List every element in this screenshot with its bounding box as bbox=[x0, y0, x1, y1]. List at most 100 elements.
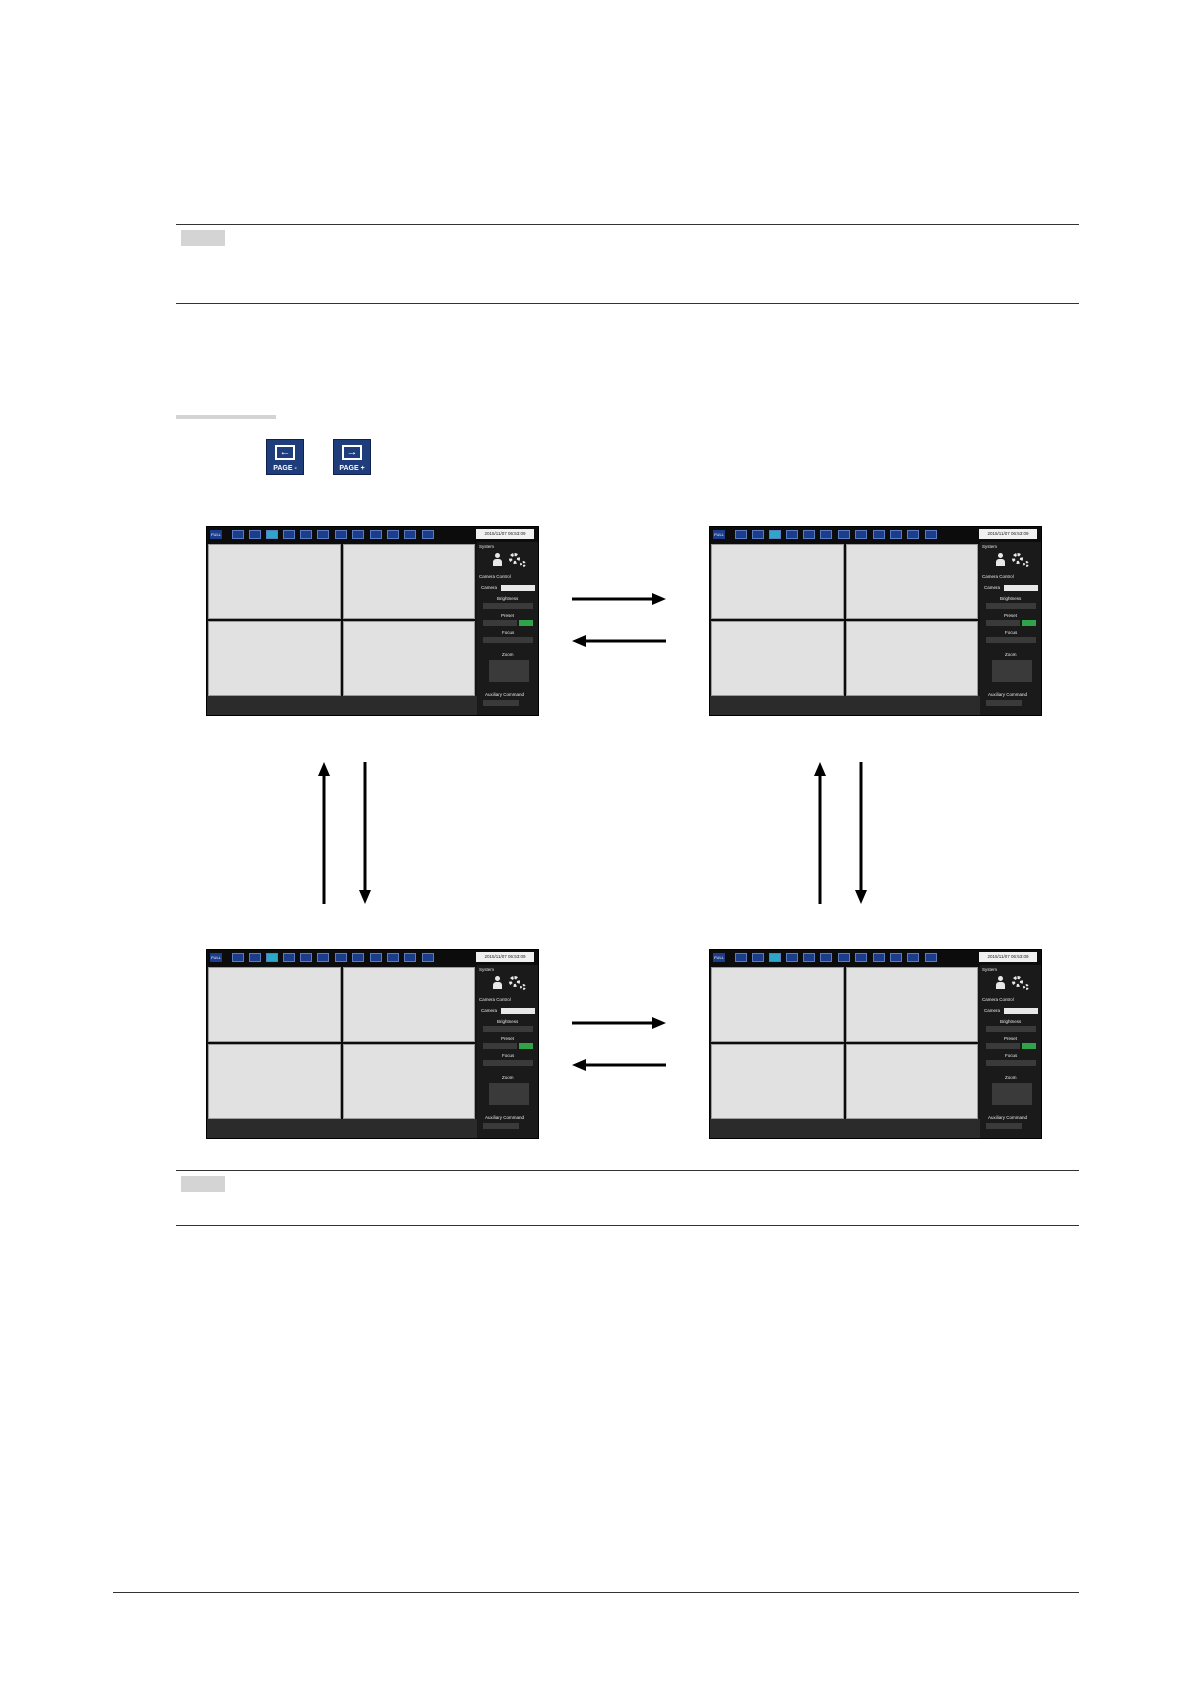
layout-button[interactable] bbox=[838, 530, 850, 539]
layout-button[interactable] bbox=[370, 530, 382, 539]
video-cell[interactable] bbox=[208, 621, 341, 696]
video-cell[interactable] bbox=[342, 1044, 475, 1119]
focus-controls[interactable] bbox=[483, 637, 533, 643]
gear-icon[interactable] bbox=[509, 553, 520, 564]
layout-button[interactable] bbox=[387, 530, 399, 539]
layout-button[interactable] bbox=[786, 530, 798, 539]
preset-go-button[interactable] bbox=[1022, 1043, 1036, 1049]
layout-button[interactable] bbox=[283, 953, 295, 962]
layout-button[interactable] bbox=[266, 953, 278, 962]
camera-select[interactable] bbox=[501, 585, 535, 591]
preset-select[interactable] bbox=[483, 1043, 517, 1049]
ptz-pad[interactable] bbox=[992, 1083, 1032, 1105]
full-button[interactable]: FULL bbox=[713, 530, 725, 539]
video-cell[interactable] bbox=[845, 1044, 978, 1119]
layout-button[interactable] bbox=[890, 953, 902, 962]
brightness-controls[interactable] bbox=[986, 1026, 1036, 1032]
focus-controls[interactable] bbox=[986, 637, 1036, 643]
layout-button[interactable] bbox=[820, 530, 832, 539]
layout-button[interactable] bbox=[925, 953, 937, 962]
layout-button[interactable] bbox=[422, 953, 434, 962]
ptz-pad[interactable] bbox=[992, 660, 1032, 682]
layout-button[interactable] bbox=[422, 530, 434, 539]
preset-go-button[interactable] bbox=[519, 1043, 533, 1049]
video-cell[interactable] bbox=[711, 967, 844, 1042]
camera-select[interactable] bbox=[1004, 1008, 1038, 1014]
preset-go-button[interactable] bbox=[519, 620, 533, 626]
layout-button[interactable] bbox=[925, 530, 937, 539]
full-button[interactable]: FULL bbox=[210, 530, 222, 539]
video-cell[interactable] bbox=[208, 544, 341, 619]
auxiliary-command-select[interactable] bbox=[986, 1123, 1022, 1129]
video-cell[interactable] bbox=[711, 544, 844, 619]
layout-button[interactable] bbox=[249, 953, 261, 962]
auxiliary-command-select[interactable] bbox=[483, 700, 519, 706]
layout-button[interactable] bbox=[404, 530, 416, 539]
layout-button[interactable] bbox=[855, 953, 867, 962]
preset-select[interactable] bbox=[483, 620, 517, 626]
layout-button[interactable] bbox=[335, 953, 347, 962]
layout-button[interactable] bbox=[232, 530, 244, 539]
layout-button[interactable] bbox=[735, 530, 747, 539]
video-cell[interactable] bbox=[845, 544, 978, 619]
brightness-controls[interactable] bbox=[483, 1026, 533, 1032]
layout-button[interactable] bbox=[317, 530, 329, 539]
user-icon[interactable] bbox=[996, 976, 1005, 989]
layout-button[interactable] bbox=[907, 530, 919, 539]
layout-button[interactable] bbox=[266, 530, 278, 539]
video-cell[interactable] bbox=[342, 967, 475, 1042]
video-cell[interactable] bbox=[208, 1044, 341, 1119]
layout-button[interactable] bbox=[890, 530, 902, 539]
layout-button[interactable] bbox=[873, 530, 885, 539]
focus-controls[interactable] bbox=[483, 1060, 533, 1066]
layout-button[interactable] bbox=[370, 953, 382, 962]
layout-button[interactable] bbox=[404, 953, 416, 962]
preset-go-button[interactable] bbox=[1022, 620, 1036, 626]
layout-button[interactable] bbox=[335, 530, 347, 539]
layout-button[interactable] bbox=[317, 953, 329, 962]
ptz-pad[interactable] bbox=[489, 660, 529, 682]
layout-button[interactable] bbox=[387, 953, 399, 962]
camera-select[interactable] bbox=[501, 1008, 535, 1014]
layout-button[interactable] bbox=[907, 953, 919, 962]
layout-button[interactable] bbox=[752, 530, 764, 539]
video-cell[interactable] bbox=[711, 621, 844, 696]
layout-button[interactable] bbox=[873, 953, 885, 962]
user-icon[interactable] bbox=[996, 553, 1005, 566]
focus-controls[interactable] bbox=[986, 1060, 1036, 1066]
layout-button[interactable] bbox=[769, 953, 781, 962]
auxiliary-command-select[interactable] bbox=[986, 700, 1022, 706]
gear-icon[interactable] bbox=[1012, 976, 1023, 987]
layout-button[interactable] bbox=[735, 953, 747, 962]
layout-button[interactable] bbox=[752, 953, 764, 962]
layout-button[interactable] bbox=[855, 530, 867, 539]
layout-button[interactable] bbox=[352, 953, 364, 962]
gear-icon[interactable] bbox=[509, 976, 520, 987]
layout-button[interactable] bbox=[232, 953, 244, 962]
user-icon[interactable] bbox=[493, 553, 502, 566]
full-button[interactable]: FULL bbox=[210, 953, 222, 962]
layout-button[interactable] bbox=[786, 953, 798, 962]
layout-button[interactable] bbox=[249, 530, 261, 539]
preset-select[interactable] bbox=[986, 1043, 1020, 1049]
page-plus-button[interactable]: → PAGE + bbox=[333, 439, 371, 475]
video-cell[interactable] bbox=[342, 621, 475, 696]
layout-button[interactable] bbox=[300, 953, 312, 962]
brightness-controls[interactable] bbox=[483, 603, 533, 609]
layout-button[interactable] bbox=[803, 953, 815, 962]
layout-button[interactable] bbox=[352, 530, 364, 539]
ptz-pad[interactable] bbox=[489, 1083, 529, 1105]
user-icon[interactable] bbox=[493, 976, 502, 989]
page-minus-button[interactable]: ← PAGE - bbox=[266, 439, 304, 475]
full-button[interactable]: FULL bbox=[713, 953, 725, 962]
video-cell[interactable] bbox=[711, 1044, 844, 1119]
layout-button[interactable] bbox=[820, 953, 832, 962]
gear-icon[interactable] bbox=[1012, 553, 1023, 564]
layout-button[interactable] bbox=[803, 530, 815, 539]
layout-button[interactable] bbox=[769, 530, 781, 539]
preset-select[interactable] bbox=[986, 620, 1020, 626]
camera-select[interactable] bbox=[1004, 585, 1038, 591]
video-cell[interactable] bbox=[342, 544, 475, 619]
layout-button[interactable] bbox=[838, 953, 850, 962]
video-cell[interactable] bbox=[845, 621, 978, 696]
